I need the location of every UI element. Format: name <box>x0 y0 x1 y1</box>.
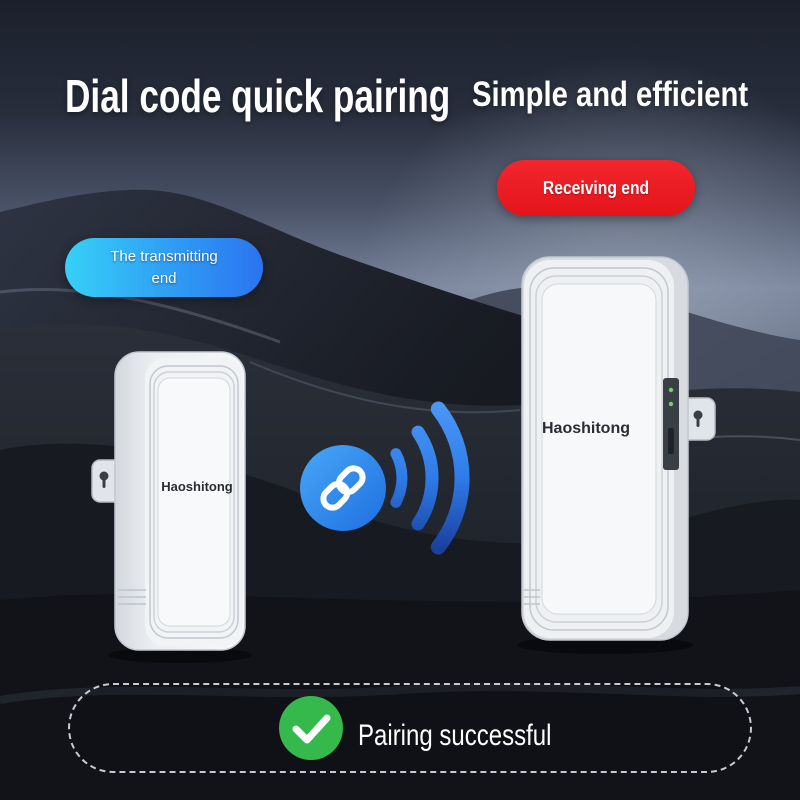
transmitter-brand-label: Haoshitong <box>161 479 233 494</box>
headline-title: Dial code quick pairing <box>65 70 451 122</box>
headline-subtitle: Simple and efficient <box>472 75 749 114</box>
pairing-status-text: Pairing successful <box>358 719 552 752</box>
pairing-status-panel: Pairing successful <box>68 683 752 773</box>
receiving-end-badge: Receiving end <box>497 160 695 216</box>
led-indicator-panel <box>663 378 679 470</box>
check-circle-icon <box>279 696 343 760</box>
link-icon <box>300 445 386 531</box>
transmitting-end-label: The transmitting end <box>110 247 218 287</box>
receiver-brand-label: Haoshitong <box>542 420 630 437</box>
receiver-device: Haoshitong <box>517 256 716 654</box>
receiving-end-label: Receiving end <box>542 177 650 198</box>
transmitter-device: Haoshitong <box>91 351 252 663</box>
transmitting-end-badge: The transmitting end <box>65 238 263 297</box>
signal-waves-icon <box>390 401 470 555</box>
